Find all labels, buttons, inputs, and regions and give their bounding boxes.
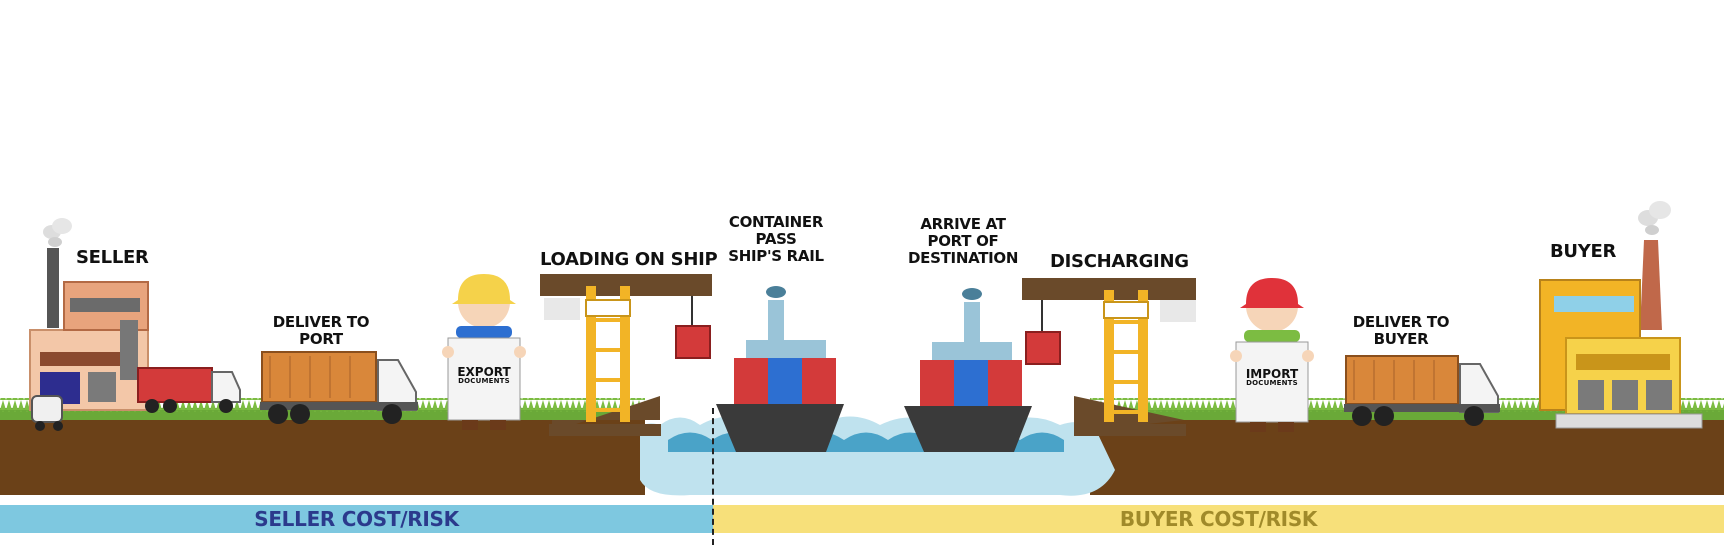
- label-seller: SELLER: [76, 247, 149, 268]
- seller-factory-icon: [29, 218, 149, 411]
- label-container-pass-line-3: SHIP'S RAIL: [728, 246, 824, 265]
- worker-export-icon: [442, 274, 526, 430]
- crane-discharging-icon: [1022, 278, 1196, 436]
- delivery-truck-port-icon: [260, 351, 418, 424]
- label-discharging: DISCHARGING: [1050, 251, 1189, 272]
- seller-cost-risk-label: SELLER COST/RISK: [254, 507, 459, 531]
- worker-import-icon: [1230, 278, 1314, 432]
- delivery-truck-buyer-icon: [1344, 355, 1500, 426]
- label-deliver-to-buyer-line-2: BUYER: [1373, 329, 1429, 348]
- small-truck-icon: [137, 367, 241, 413]
- label-export-documents-line-2: DOCUMENTS: [458, 377, 510, 385]
- label-container-pass-line-1: CONTAINER: [728, 213, 824, 231]
- label-arrive-at-line-2: PORT OF: [927, 231, 999, 250]
- label-container-pass-ships-rail: CONTAINER PASS SHIP'S RAIL: [726, 214, 826, 264]
- label-deliver-to-port-line-1: DELIVER TO: [272, 313, 370, 331]
- ground-left: [0, 398, 645, 495]
- label-export-documents: EXPORT DOCUMENTS: [450, 366, 518, 385]
- label-export-documents-line-1: EXPORT: [457, 365, 511, 379]
- buyer-factory-icon: [1539, 201, 1703, 429]
- cargo-ship-right-icon: [904, 288, 1032, 452]
- label-import-documents-line-2: DOCUMENTS: [1246, 379, 1298, 387]
- label-arrive-at-line-3: DESTINATION: [908, 248, 1019, 267]
- label-loading-on-ship: LOADING ON SHIP: [540, 249, 718, 270]
- label-deliver-to-port-line-2: PORT: [299, 329, 343, 348]
- label-import-documents: IMPORT DOCUMENTS: [1238, 368, 1306, 387]
- label-container-pass-line-2: PASS: [755, 229, 797, 248]
- risk-transfer-divider: [712, 408, 714, 545]
- label-arrive-at-line-1: ARRIVE AT: [920, 215, 1006, 233]
- crane-loading-icon: [540, 274, 712, 436]
- label-deliver-to-port: DELIVER TO PORT: [268, 314, 374, 348]
- label-import-documents-line-1: IMPORT: [1245, 367, 1299, 381]
- forklift-icon: [31, 395, 63, 431]
- seller-cost-risk-band: SELLER COST/RISK: [0, 505, 713, 533]
- label-buyer: BUYER: [1550, 241, 1617, 262]
- label-arrive-at-port-of-destination: ARRIVE AT PORT OF DESTINATION: [908, 216, 1018, 266]
- cargo-ship-left-icon: [716, 286, 844, 452]
- buyer-cost-risk-label: BUYER COST/RISK: [1119, 507, 1318, 531]
- label-deliver-to-buyer-line-1: DELIVER TO: [1352, 313, 1450, 331]
- label-deliver-to-buyer: DELIVER TO BUYER: [1348, 314, 1454, 348]
- buyer-cost-risk-band: BUYER COST/RISK: [713, 505, 1724, 533]
